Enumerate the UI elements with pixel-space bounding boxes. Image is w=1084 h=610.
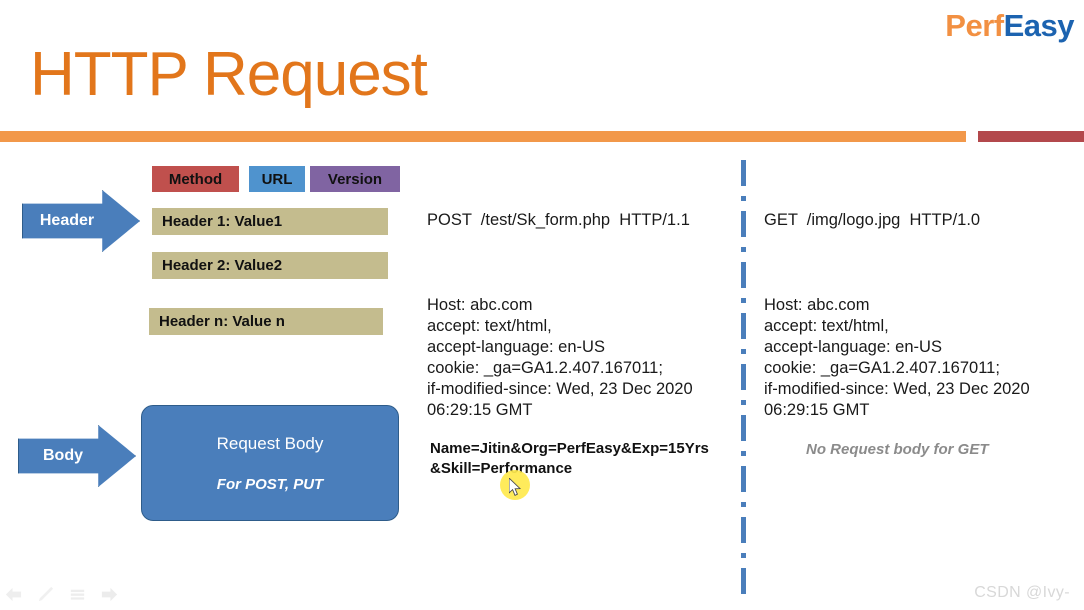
pen-icon[interactable] xyxy=(36,585,55,604)
header-arrow-label: Header xyxy=(39,212,95,229)
request-body-title: Request Body xyxy=(216,433,324,453)
watermark: CSDN @Ivy- xyxy=(974,584,1070,601)
post-request-column: POST /test/Sk_form.php HTTP/1.1 Host: ab… xyxy=(427,168,727,463)
method-box: Method xyxy=(152,166,239,192)
post-request-body-text: Name=Jitin&Org=PerfEasy&Exp=15Yrs &Skill… xyxy=(430,440,709,478)
title-divider-red xyxy=(978,131,1084,142)
menu-icon[interactable] xyxy=(68,585,87,604)
post-request-headers: Host: abc.com accept: text/html, accept-… xyxy=(427,295,693,420)
presenter-toolbar[interactable] xyxy=(4,585,119,604)
next-slide-icon[interactable] xyxy=(100,585,119,604)
column-divider xyxy=(741,160,746,595)
request-body-box: Request Body For POST, PUT xyxy=(141,405,399,521)
body-section-arrow: Body xyxy=(18,425,136,487)
header-section-arrow: Header xyxy=(22,190,140,252)
logo-text-easy: Easy xyxy=(1003,8,1075,43)
header-2-box: Header 2: Value2 xyxy=(152,252,388,279)
mouse-cursor-icon xyxy=(509,478,522,497)
header-n-box: Header n: Value n xyxy=(149,308,383,335)
get-request-body-text: No Request body for GET xyxy=(806,441,989,458)
request-body-subtitle: For POST, PUT xyxy=(216,475,324,493)
post-request-line: POST /test/Sk_form.php HTTP/1.1 xyxy=(427,211,690,230)
header-1-box: Header 1: Value1 xyxy=(152,208,388,235)
logo-text-perf: Perf xyxy=(945,8,1004,43)
get-request-headers: Host: abc.com accept: text/html, accept-… xyxy=(764,295,1030,420)
previous-slide-icon[interactable] xyxy=(4,585,23,604)
get-request-line: GET /img/logo.jpg HTTP/1.0 xyxy=(764,211,981,230)
perfeasy-logo: PerfEasy xyxy=(945,10,1074,41)
page-title: HTTP Request xyxy=(30,40,428,109)
body-arrow-label: Body xyxy=(43,447,83,464)
version-box: Version xyxy=(310,166,400,192)
url-box: URL xyxy=(249,166,305,192)
get-request-column: GET /img/logo.jpg HTTP/1.0 Host: abc.com… xyxy=(764,168,1064,463)
title-divider-orange xyxy=(0,131,966,142)
